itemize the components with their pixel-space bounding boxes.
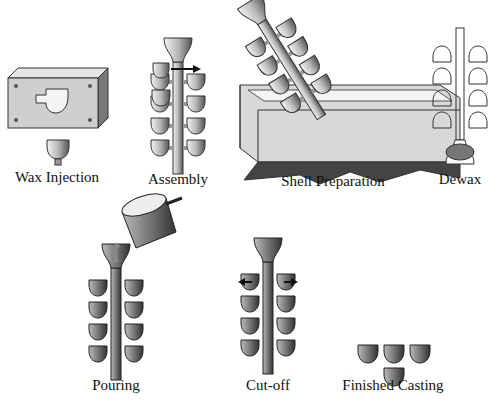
- dewaxed-shell: [433, 28, 487, 164]
- wax-pattern: [47, 140, 69, 165]
- step-label: Wax Injection: [15, 168, 99, 186]
- wax-die: [8, 68, 108, 128]
- step-label: Cut-off: [246, 376, 290, 394]
- cut-off-tree: [238, 238, 298, 374]
- step-label: Shell Preparation: [281, 172, 385, 190]
- dipped-tree: [226, 0, 344, 131]
- pouring-mold: [89, 189, 182, 380]
- step-label: Assembly: [148, 170, 208, 188]
- step-label: Dewax: [439, 170, 481, 188]
- step-label: Finished Casting: [342, 376, 443, 394]
- slurry-tray: [240, 85, 460, 184]
- step-label: Pouring: [92, 376, 140, 394]
- pattern-tree: [151, 38, 205, 174]
